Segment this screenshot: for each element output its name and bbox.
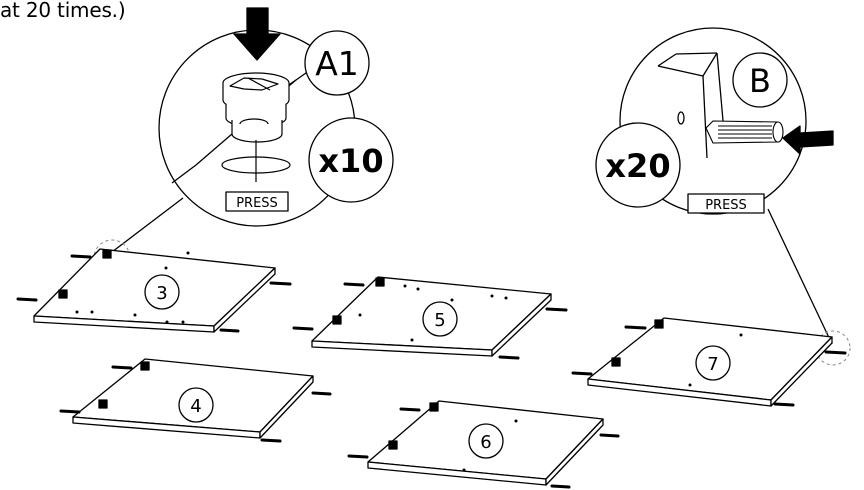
panel-7: 7 [571, 317, 847, 407]
dowel-detail: B x20 PRESS [595, 27, 834, 345]
panel-4: 4 [59, 358, 332, 443]
dowel-icon [705, 120, 784, 144]
panel-6-holes [462, 419, 518, 472]
cam-lock-detail: PRESS A1 x10 [107, 7, 394, 256]
press-arrow-icon [233, 7, 281, 61]
part-label-bubble-b [732, 52, 788, 108]
press-label-left: PRESS [236, 196, 278, 211]
push-arrow-icon [782, 125, 834, 155]
panel-7-cam-locks [611, 319, 664, 367]
leader-line-right [767, 208, 833, 345]
panel-5-dowels [292, 282, 568, 360]
panel-4-number-circle [178, 387, 214, 423]
panel-3-number: 3 [156, 283, 167, 304]
panel-7-holes [688, 333, 743, 387]
panel-3-holes [75, 251, 190, 324]
highlight-circle-right [815, 330, 851, 366]
part-label-b: B [749, 62, 771, 100]
press-box-right [687, 193, 765, 214]
panel-4-dowels [59, 365, 332, 443]
quantity-bubble-x20 [595, 122, 681, 208]
panel-7-number-circle [695, 345, 731, 381]
panel-5: 5 [292, 276, 568, 360]
panel-4-cam-locks [98, 361, 150, 409]
panel-5-number-circle [422, 301, 458, 337]
panel-7-dowels [571, 325, 847, 407]
board-end-lines [657, 52, 725, 159]
press-label-right: PRESS [705, 198, 747, 213]
panel-3-cam-locks [58, 249, 112, 299]
leader-line-left [107, 197, 184, 256]
panel-6-dowels [347, 407, 620, 489]
quantity-bubble-x10 [308, 117, 394, 203]
panel-5-cam-locks [332, 277, 385, 325]
panel-3-number-circle [144, 274, 180, 310]
panel-4-number: 4 [190, 396, 201, 417]
press-box-left [225, 191, 289, 212]
panel-6-number: 6 [480, 432, 491, 453]
cam-fitting-icon [221, 72, 291, 182]
panel-6-cam-locks [388, 402, 439, 450]
panel-5-number: 5 [434, 310, 445, 331]
panel-3-dowels [16, 254, 292, 333]
instruction-caption: at 20 times.) [0, 0, 126, 22]
panel-7-number: 7 [707, 354, 718, 375]
quantity-label-x10: x10 [318, 142, 383, 180]
panel-3: 3 [16, 248, 292, 333]
panel-6-number-circle [468, 423, 504, 459]
part-label-bubble-a1 [304, 30, 370, 96]
part-label-a1: A1 [315, 44, 359, 83]
quantity-label-x20: x20 [605, 147, 670, 185]
panel-5-holes [358, 284, 508, 342]
panel-6: 6 [347, 400, 620, 489]
